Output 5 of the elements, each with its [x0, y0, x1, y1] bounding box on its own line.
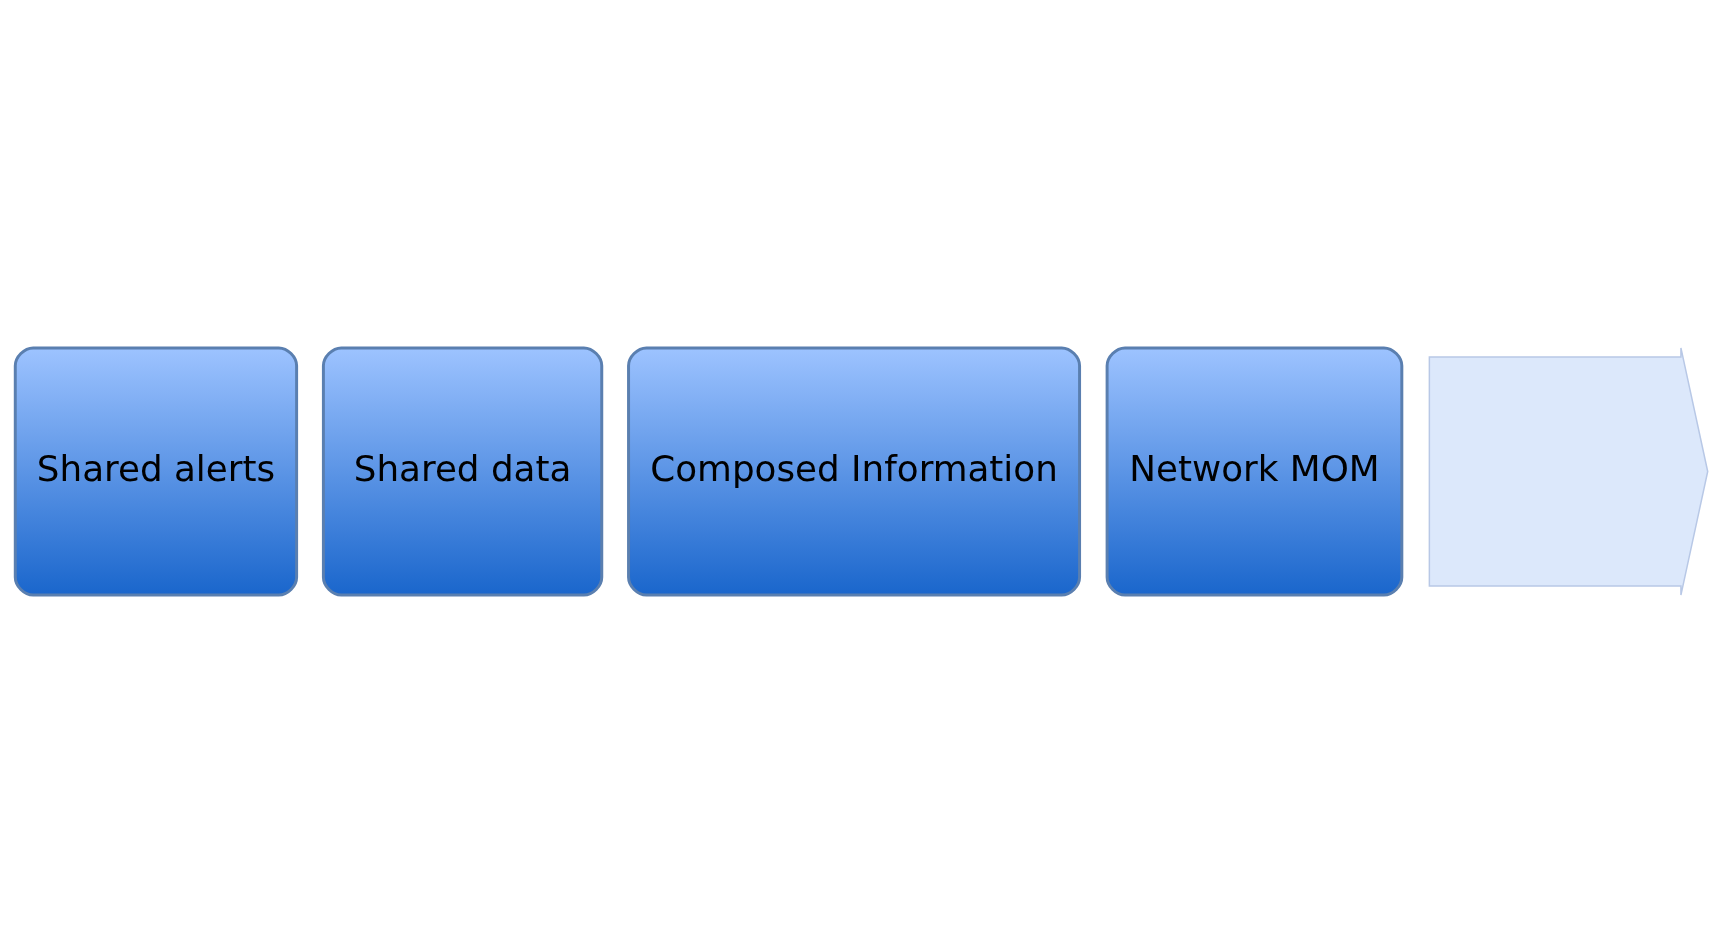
node-box: Composed Information — [627, 346, 1082, 597]
node-arrow — [1428, 347, 1709, 596]
node-box: Shared alerts — [13, 346, 299, 597]
node-box: Shared data — [321, 346, 604, 597]
node-box: Network MOM — [1105, 346, 1404, 597]
